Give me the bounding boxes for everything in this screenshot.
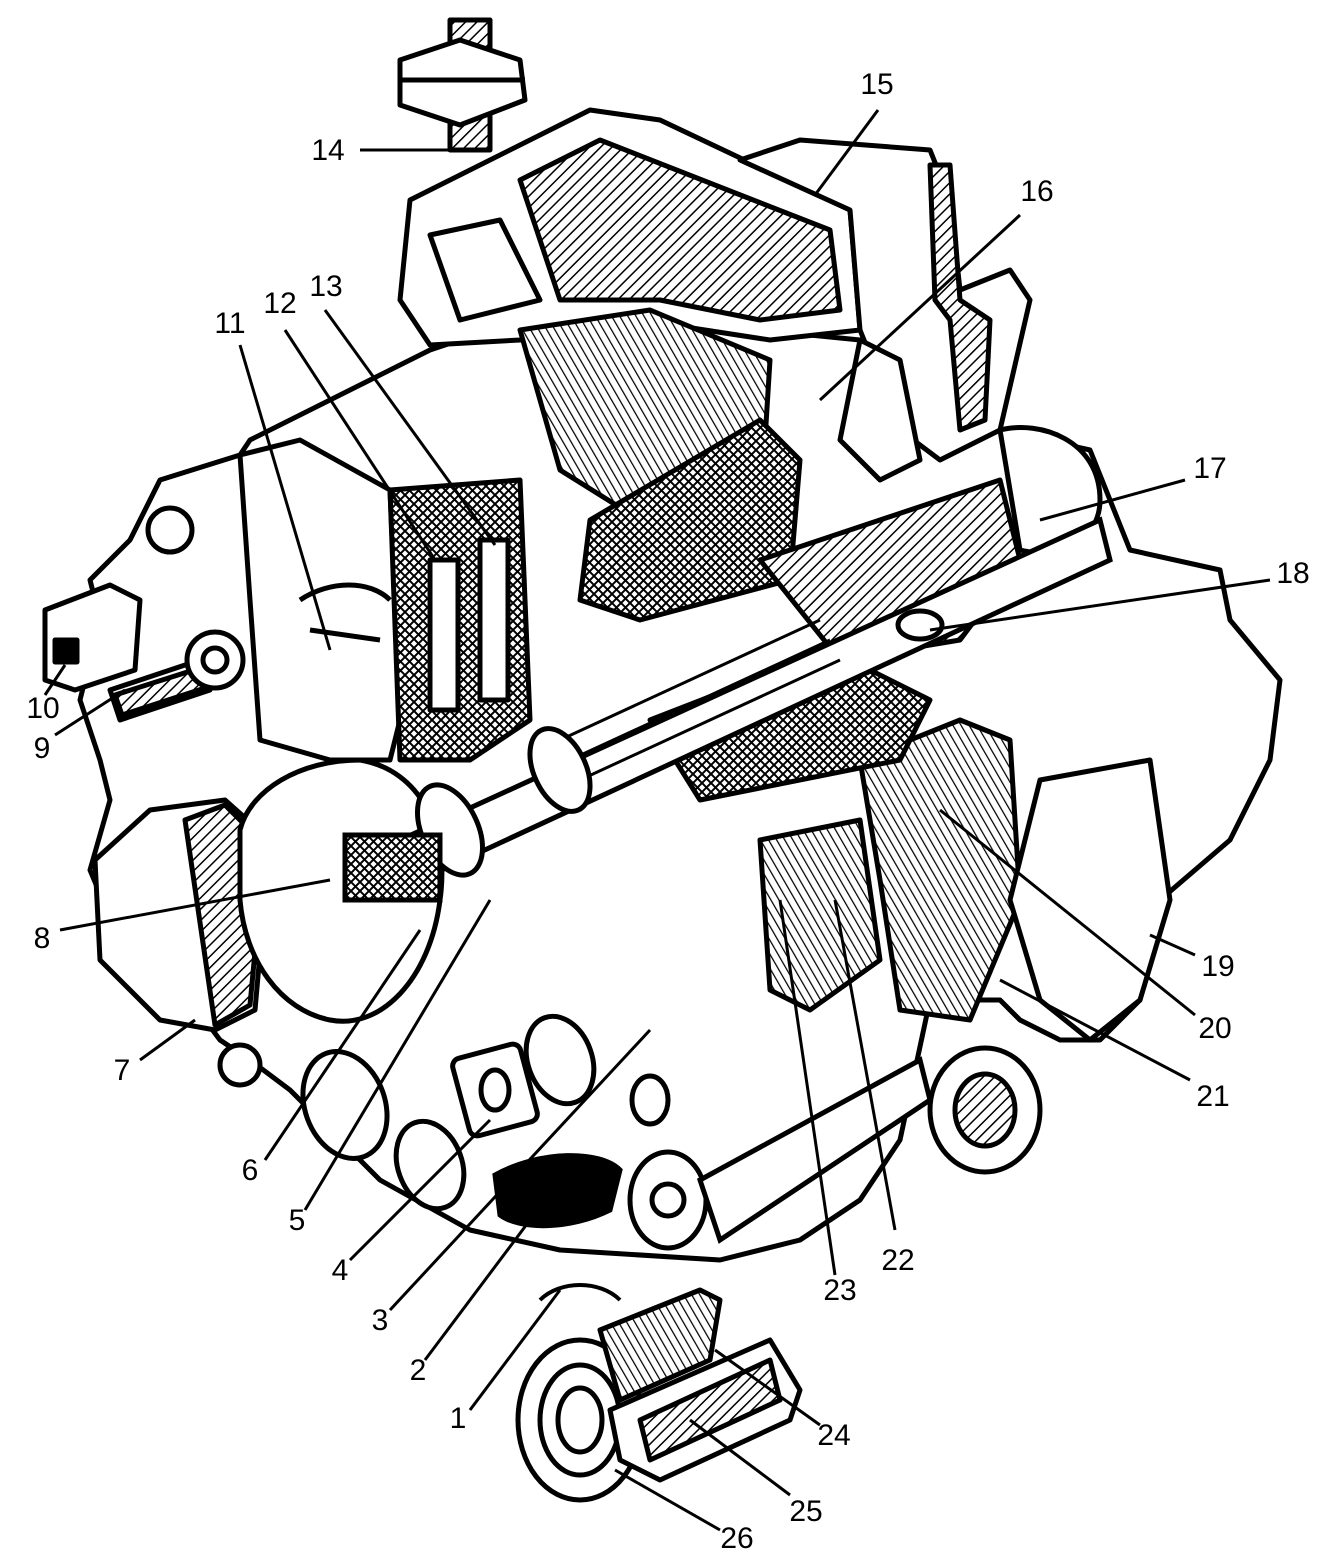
callout-11: 11 (214, 307, 245, 340)
callout-3: 3 (372, 1304, 389, 1337)
leader-19 (1149, 933, 1196, 957)
brush-spring (298, 582, 392, 643)
bracket-face (517, 137, 843, 323)
leader-2 (423, 1179, 562, 1361)
brush-left (427, 557, 461, 713)
leader-21 (999, 978, 1191, 1082)
leader-13 (323, 309, 497, 546)
leader-22 (833, 899, 897, 1231)
fan-blade-left (837, 337, 923, 483)
leader-24 (714, 1348, 821, 1427)
front-mounting-lug (927, 757, 1173, 1175)
leader-17 (1039, 478, 1186, 522)
leader-16 (818, 213, 1022, 402)
callout-25: 25 (789, 1495, 822, 1528)
callout-24: 24 (817, 1419, 850, 1452)
callout-13: 13 (309, 270, 342, 303)
heatsink-hole-4 (393, 1118, 467, 1212)
leader-23 (778, 899, 837, 1276)
callout-14: 14 (311, 134, 344, 167)
diode-detail-lower-hatch (637, 1357, 783, 1463)
callout-23: 23 (823, 1274, 856, 1307)
fan-shroud (737, 137, 1103, 556)
callout-19: 19 (1201, 950, 1234, 983)
leader-20 (939, 808, 1196, 1017)
callout-22: 22 (881, 1244, 914, 1277)
leader-11 (238, 344, 332, 651)
leader-9 (54, 688, 126, 737)
callout-4: 4 (332, 1254, 349, 1287)
bolt-head-lower (217, 1042, 263, 1088)
leader-8 (59, 878, 331, 932)
callout-18: 18 (1276, 557, 1309, 590)
diode-lead-wire (538, 1283, 622, 1302)
leader-1 (468, 1289, 562, 1411)
callout-15: 15 (860, 68, 893, 101)
leader-10 (43, 664, 67, 696)
callout-21: 21 (1196, 1080, 1229, 1113)
callout-7: 7 (114, 1054, 131, 1087)
diode-detail-upper-block (597, 1287, 723, 1403)
callout-17: 17 (1193, 452, 1226, 485)
bolt-head-upper (145, 505, 195, 555)
callout-26: 26 (720, 1522, 753, 1555)
leader-5 (303, 899, 492, 1211)
callout-5: 5 (289, 1204, 306, 1237)
rear-cover (42, 437, 533, 1088)
leader-6 (263, 929, 422, 1161)
stator-lower-winding (857, 717, 1023, 1023)
heatsink-hole-6 (300, 1049, 390, 1161)
rear-cover-plate (237, 437, 403, 763)
callout-6: 6 (242, 1154, 259, 1187)
callout-9: 9 (34, 732, 51, 765)
leader-7 (139, 1018, 196, 1062)
diode-wedge (492, 1153, 623, 1229)
heatsink-hole-2 (629, 1073, 671, 1127)
callout-20: 20 (1198, 1012, 1231, 1045)
leader-4 (348, 1118, 492, 1262)
leader-26 (614, 1468, 721, 1532)
callout-10: 10 (26, 692, 59, 725)
leader-3 (388, 1028, 652, 1312)
mounting-bracket (397, 17, 863, 348)
leader-18 (929, 578, 1271, 632)
brush-right (477, 537, 511, 703)
callout-12: 12 (263, 287, 296, 320)
shroud-wall (927, 162, 993, 433)
heatsink-hole-3 (523, 1013, 597, 1107)
leader-lines (43, 109, 1271, 1532)
terminal-socket (52, 637, 80, 665)
rotor-shaft (342, 516, 1113, 903)
leader-12 (283, 329, 437, 561)
callout-2: 2 (410, 1354, 427, 1387)
callout-16: 16 (1020, 175, 1053, 208)
diode-detail (515, 1283, 803, 1503)
callout-labels: 1 2 3 4 5 6 7 8 9 10 11 12 13 14 15 16 1… (26, 68, 1309, 1555)
leader-15 (813, 109, 880, 196)
leader-25 (689, 1418, 791, 1497)
bearing-ball (895, 608, 945, 642)
shaft-grooves (559, 618, 841, 782)
rear-bearing (342, 832, 443, 903)
callout-1: 1 (450, 1402, 467, 1435)
slip-ring-2 (527, 726, 593, 814)
callout-8: 8 (34, 922, 51, 955)
bracket-slot (427, 217, 543, 323)
